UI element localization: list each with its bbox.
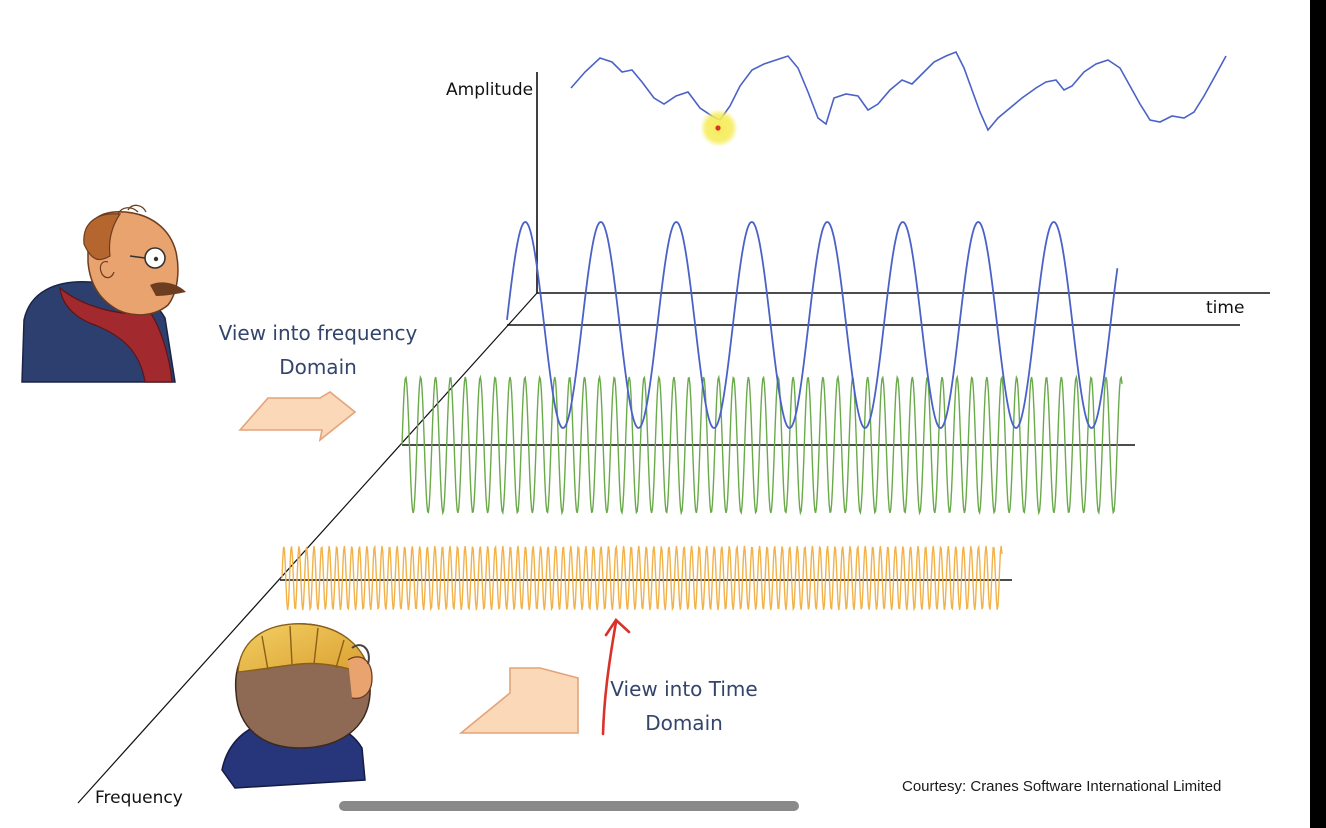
time-axis-label: time	[1206, 298, 1245, 318]
pen-annotation-arrow	[601, 618, 631, 736]
cartoon-man-back-view-icon	[221, 623, 373, 789]
home-indicator-bar[interactable]	[339, 801, 799, 811]
frequency-domain-caption: View into frequency Domain	[208, 316, 428, 384]
time-domain-caption-line1: View into Time	[610, 677, 758, 701]
cursor-highlight	[700, 109, 738, 147]
composite-time-signal	[570, 50, 1227, 132]
high-frequency-wave	[281, 544, 1003, 612]
frequency-view-arrow	[238, 391, 357, 442]
courtesy-credit: Courtesy: Cranes Software International …	[902, 778, 1222, 795]
mid-frequency-wave	[401, 374, 1123, 516]
time-view-arrow	[458, 667, 579, 734]
amplitude-axis-label: Amplitude	[446, 80, 534, 100]
time-domain-caption: View into Time Domain	[598, 672, 770, 740]
low-frequency-wave	[506, 221, 1119, 429]
cartoon-man-side-view-icon	[21, 204, 186, 383]
frequency-axis-label: Frequency	[95, 788, 183, 808]
time-domain-caption-line2: Domain	[645, 711, 723, 735]
frequency-domain-caption-line2: Domain	[279, 355, 357, 379]
frequency-domain-caption-line1: View into frequency	[218, 321, 418, 345]
screen-edge	[1310, 0, 1326, 828]
